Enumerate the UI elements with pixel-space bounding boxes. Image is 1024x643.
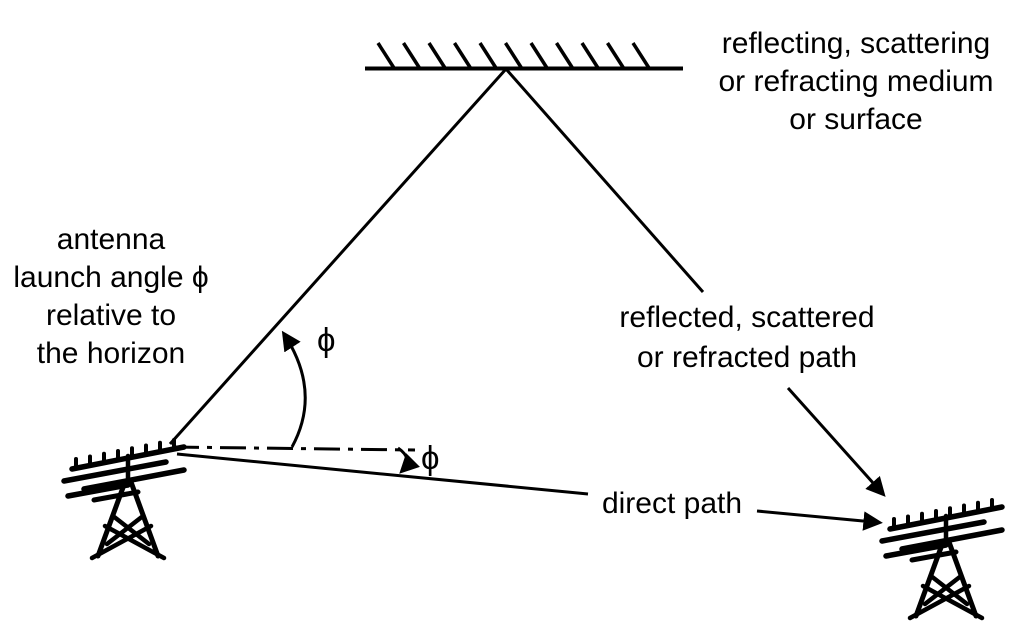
reflecting-medium-label: reflecting, scattering or refracting med… — [688, 25, 1024, 139]
hatch-mark — [580, 42, 600, 69]
antenna-launch-angle-label-line1: antenna — [56, 223, 166, 256]
launch-angle-phi-symbol: ϕ — [317, 321, 336, 358]
antenna-launch-angle-label-line4: the horizon — [36, 337, 186, 370]
direct-path-arrow — [756, 509, 883, 531]
incident-ray-line — [168, 67, 508, 446]
hatch-mark — [402, 42, 421, 69]
hatch-mark — [478, 42, 498, 69]
hatch-mark — [606, 42, 625, 69]
horizon-dashdot-line — [172, 445, 416, 452]
reflected-path-arrow — [786, 386, 886, 497]
reflected-path-label-line1: reflected, scattered — [619, 301, 875, 334]
reflected-path-label-line2: or refracted path — [636, 341, 858, 374]
grazing-angle-phi-symbol: ϕ — [421, 439, 440, 476]
reflecting-medium-label-line1: reflecting, scattering — [721, 27, 991, 60]
hatch-mark — [504, 42, 523, 69]
reflecting-medium-label-line3: or surface — [789, 103, 923, 136]
left-antenna-tower-icon — [64, 440, 184, 558]
antenna-launch-angle-label-line2: launch angle ϕ — [13, 261, 209, 294]
hatch-mark — [631, 42, 651, 69]
reflecting-surface — [365, 42, 683, 71]
hatched-surface-icon — [376, 42, 651, 69]
reflected-path-label: reflected, scattered or refracted path — [582, 298, 912, 378]
hatch-mark — [555, 42, 574, 69]
hatch-mark — [453, 42, 472, 69]
hatch-mark — [529, 42, 549, 69]
grazing-angle-arc — [397, 446, 420, 474]
reflecting-medium-label-line2: or refracting medium — [718, 65, 994, 98]
hatch-mark — [427, 42, 447, 69]
right-antenna-tower-icon — [882, 500, 1002, 618]
launch-angle-arc — [281, 330, 307, 448]
direct-path-label: direct path — [601, 487, 743, 520]
reflected-ray-line — [504, 68, 705, 293]
antenna-launch-angle-label: antenna launch angle ϕ relative to the h… — [2, 221, 220, 373]
hatch-mark — [376, 42, 396, 69]
direct-path-line — [176, 452, 589, 496]
antenna-launch-angle-label-line3: relative to — [45, 299, 177, 332]
